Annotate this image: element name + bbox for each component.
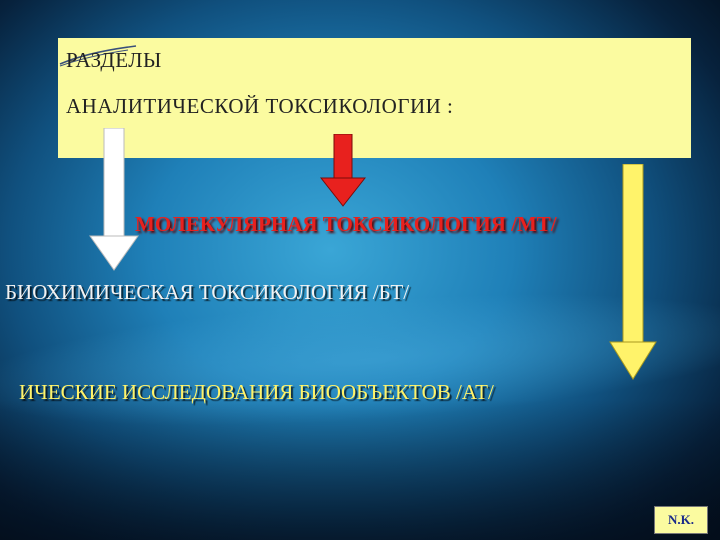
branch-biochemical-toxicology: БИОХИМИЧЕСКАЯ ТОКСИКОЛОГИЯ /БТ/ (5, 280, 410, 304)
branch-analytical-toxicology: ИЧЕСКИЕ ИССЛЕДОВАНИЯ БИООБЪЕКТОВ /АТ/ (19, 380, 494, 404)
red-arrow-down-icon (320, 134, 366, 207)
pen-stroke-decoration (59, 45, 137, 67)
author-badge: N.K. (654, 506, 708, 534)
background-shade (0, 400, 720, 540)
title-box (58, 38, 691, 158)
yellow-arrow-down-icon (609, 164, 657, 380)
title-line-1: РАЗДЕЛЫ (66, 48, 162, 72)
branch-molecular-toxicology: МОЛЕКУЛЯРНАЯ ТОКСИКОЛОГИЯ /МТ/ (135, 212, 557, 236)
white-arrow-down-icon (89, 128, 139, 271)
title-line-2: АНАЛИТИЧЕСКОЙ ТОКСИКОЛОГИИ : (66, 94, 454, 118)
